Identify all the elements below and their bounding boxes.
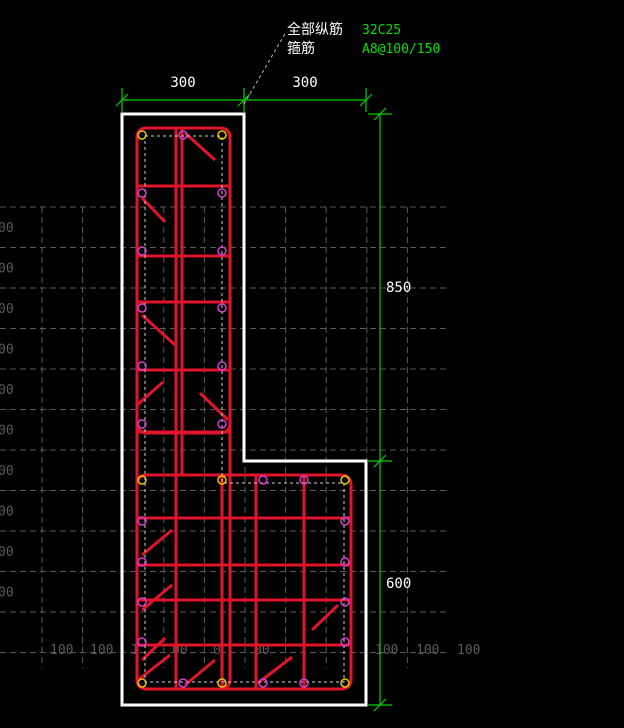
grid-label-left: 00 <box>0 464 14 479</box>
annotation-label-stirrup: 箍筋 <box>287 40 315 57</box>
intermediate-bar <box>258 475 268 485</box>
tie-hook <box>141 528 173 557</box>
intermediate-bar <box>137 361 147 371</box>
grid-label-left: 00 <box>0 221 14 236</box>
intermediate-bar <box>137 516 147 526</box>
intermediate-bar <box>137 303 147 313</box>
intermediate-bar <box>137 637 147 647</box>
tie-hook <box>183 131 217 162</box>
annotation-leader-line <box>243 31 287 105</box>
stirrup-hoop <box>135 473 353 691</box>
corner-bar <box>217 678 227 688</box>
tie-hook <box>198 391 230 422</box>
grid-label-bottom: 100 <box>90 643 113 658</box>
tie-hook <box>184 658 216 687</box>
grid-label-bottom: 1 <box>131 643 139 658</box>
intermediate-bar <box>137 597 147 607</box>
column-outline <box>120 112 368 707</box>
grid-label-left: 00 <box>0 505 14 520</box>
intermediate-bar <box>137 419 147 429</box>
corner-bar <box>217 475 227 485</box>
corner-bar <box>340 475 350 485</box>
intermediate-bar <box>137 188 147 198</box>
intermediate-bar <box>178 678 188 688</box>
grid-label-bottom: 00 <box>254 643 270 658</box>
tie-hook <box>141 583 173 612</box>
intermediate-bar <box>340 516 350 526</box>
grid-label-bottom: 100 <box>457 643 480 658</box>
annotation-value-longitudinal: 32C25 <box>362 23 401 38</box>
intermediate-bar <box>340 557 350 567</box>
tie-hook <box>140 313 177 347</box>
grid-label-bottom: 0 <box>213 643 221 658</box>
tie-group <box>136 131 345 687</box>
intermediate-bar <box>137 557 147 567</box>
corner-bar <box>340 678 350 688</box>
grid-label-left: 00 <box>0 586 14 601</box>
intermediate-bar <box>299 475 309 485</box>
intermediate-bar <box>340 597 350 607</box>
annotation-label-longitudinal: 全部纵筋 <box>287 21 343 38</box>
dimension-top-left: 300 <box>170 75 195 91</box>
grid-label-left: 00 <box>0 302 14 317</box>
stirrup-group <box>135 126 353 691</box>
tie-hook <box>140 636 167 662</box>
dimension-top-right: 300 <box>292 75 317 91</box>
intermediate-bar <box>217 246 227 256</box>
core-outline <box>144 135 345 683</box>
tie-hook <box>136 380 164 407</box>
intermediate-bar <box>217 188 227 198</box>
intermediate-bar <box>137 246 147 256</box>
intermediate-bar <box>217 419 227 429</box>
corner-bar <box>137 130 147 140</box>
grid-label-left: 00 <box>0 383 14 398</box>
intermediate-bar <box>340 637 350 647</box>
grid-label-bottom: 100 <box>375 643 398 658</box>
grid-label-bottom: 100 <box>416 643 439 658</box>
grid-label-bottom: 100 <box>50 643 73 658</box>
intermediate-bar <box>299 678 309 688</box>
tie-hook <box>137 653 171 682</box>
grid-label-left: 00 <box>0 424 14 439</box>
dimension-right-lower: 600 <box>386 576 411 592</box>
tie-hook <box>310 603 340 632</box>
annotation-value-stirrup: A8@100/150 <box>362 42 440 57</box>
dimension-right-upper: 850 <box>386 280 411 296</box>
corner-bar <box>137 678 147 688</box>
grid-label-left: 00 <box>0 262 14 277</box>
corner-bar <box>217 130 227 140</box>
dimension-lines <box>115 88 392 712</box>
corner-bar <box>137 475 147 485</box>
intermediate-bar <box>178 130 188 140</box>
grid-label-left: 00 <box>0 343 14 358</box>
tie-hook <box>140 196 167 224</box>
intermediate-bar <box>217 361 227 371</box>
longitudinal-bar-group <box>137 130 350 688</box>
intermediate-bar <box>217 303 227 313</box>
grid-label-left: 00 <box>0 545 14 560</box>
intermediate-bar <box>258 678 268 688</box>
